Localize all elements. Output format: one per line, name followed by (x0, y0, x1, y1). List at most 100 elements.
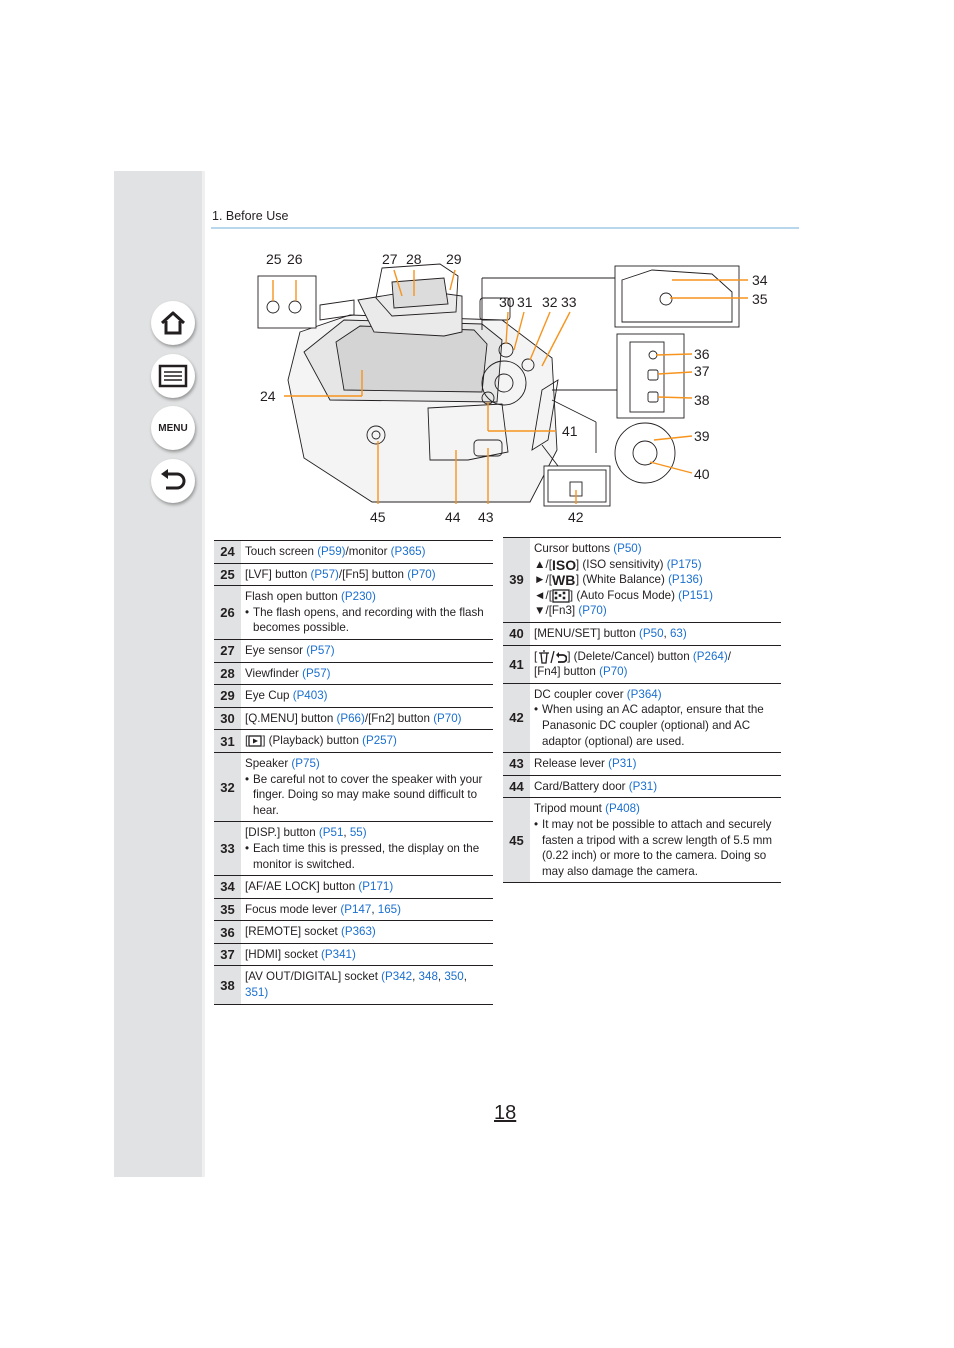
page-reference-link[interactable]: (P147 (340, 902, 372, 916)
description-line: [REMOTE] socket (P363) (245, 924, 489, 940)
page-reference-link[interactable]: (P66) (336, 711, 365, 725)
table-row: 41[] (Delete/Cancel) button (P264)/[Fn4]… (503, 645, 781, 684)
item-description: Focus mode lever (P147, 165) (241, 898, 493, 922)
description-line: Speaker (P75) (245, 756, 489, 772)
page-reference-link[interactable]: 55) (349, 826, 367, 840)
description-text: /[Fn2] button (364, 711, 434, 725)
item-number: 26 (214, 585, 241, 640)
home-icon (160, 311, 186, 335)
page-reference-link[interactable]: (P31) (628, 779, 658, 793)
page-reference-link[interactable]: (P230) (341, 590, 376, 604)
page-reference-link[interactable]: 165) (377, 902, 401, 916)
item-description: [AV OUT/DIGITAL] socket (P342, 348, 350,… (241, 965, 493, 1005)
description-line: [] (Playback) button (P257) (245, 733, 489, 749)
item-description: [REMOTE] socket (P363) (241, 920, 493, 944)
page-reference-link[interactable]: (P50 (639, 626, 664, 640)
item-description: [AF/AE LOCK] button (P171) (241, 875, 493, 899)
page-reference-link[interactable]: (P57) (310, 567, 339, 581)
callout-43: 43 (478, 509, 494, 525)
page-reference-link[interactable]: (P31) (608, 757, 637, 771)
page-reference-link[interactable]: (P171) (358, 880, 394, 894)
description-text: ►/[ (534, 573, 552, 587)
table-row: 33[DISP.] button (P51, 55)•Each time thi… (214, 821, 493, 877)
page-reference-link[interactable]: (P70) (407, 567, 436, 581)
page-reference-link[interactable]: (P364) (626, 687, 662, 701)
callout-29: 29 (446, 251, 462, 267)
description-text: Flash open button (245, 590, 342, 604)
item-description: Touch screen (P59)/monitor (P365) (241, 540, 493, 564)
description-line: [DISP.] button (P51, 55) (245, 825, 489, 841)
page-reference-link[interactable]: 350 (444, 970, 464, 984)
item-description: Flash open button (P230)•The flash opens… (241, 585, 493, 640)
back-button[interactable] (151, 459, 195, 503)
description-text: DC coupler cover (534, 687, 627, 701)
item-number: 45 (503, 797, 530, 884)
page-reference-link[interactable]: (P403) (292, 689, 328, 703)
page-reference-link[interactable]: (P57) (302, 666, 331, 680)
page-reference-link[interactable]: (P136) (668, 573, 703, 587)
item-description: Release lever (P31) (530, 752, 781, 776)
description-line: Cursor buttons (P50) (534, 541, 777, 557)
page-reference-link[interactable]: (P50) (613, 542, 642, 555)
page-reference-link[interactable]: (P365) (390, 545, 426, 558)
description-text: [Fn4] button (534, 665, 600, 679)
page-reference-link[interactable]: (P151) (678, 588, 713, 602)
description-line: ▼/[Fn3] (P70) (534, 603, 777, 619)
item-description: [] (Playback) button (P257) (241, 729, 493, 753)
page-reference-link[interactable]: 63) (669, 626, 687, 640)
item-number: 32 (214, 752, 241, 823)
contents-button[interactable] (151, 354, 195, 398)
callout-40: 40 (694, 466, 710, 482)
item-description: [Q.MENU] button (P66)/[Fn2] button (P70) (241, 707, 493, 731)
description-text: Eye Cup (245, 689, 293, 703)
page-reference-link[interactable]: (P257) (362, 734, 397, 748)
table-row: 37[HDMI] socket (P341) (214, 943, 493, 967)
page-reference-link[interactable]: (P363) (341, 925, 376, 939)
page-reference-link[interactable]: (P51 (318, 826, 344, 840)
description-text: Touch screen (245, 545, 318, 558)
item-description: [DISP.] button (P51, 55)•Each time this … (241, 821, 493, 877)
page-reference-link[interactable]: (P175) (666, 557, 702, 571)
home-button[interactable] (151, 301, 195, 345)
page-reference-link[interactable]: (P70) (578, 604, 607, 618)
item-number: 40 (503, 622, 530, 646)
callout-32: 32 (542, 294, 558, 310)
page-reference-link[interactable]: (P75) (291, 756, 320, 770)
description-line: DC coupler cover (P364) (534, 687, 777, 703)
description-text: [AF/AE LOCK] button (245, 880, 359, 894)
page-reference-link[interactable]: (P264) (692, 649, 728, 663)
callout-25: 25 (266, 251, 282, 267)
callout-34: 34 (752, 272, 768, 288)
description-text: , (412, 970, 419, 984)
page-reference-link[interactable]: (P59) (317, 545, 346, 558)
item-number: 34 (214, 875, 241, 899)
callout-38: 38 (694, 392, 710, 408)
item-description: Eye Cup (P403) (241, 684, 493, 708)
page-reference-link[interactable]: (P341) (321, 947, 356, 961)
callout-28: 28 (406, 251, 422, 267)
description-text: [ (245, 734, 249, 748)
table-row: 38[AV OUT/DIGITAL] socket (P342, 348, 35… (214, 965, 493, 1005)
page-reference-link[interactable]: (P70) (433, 711, 462, 725)
description-line: [LVF] button (P57)/[Fn5] button (P70) (245, 567, 489, 583)
description-line: Tripod mount (P408) (534, 801, 777, 817)
item-description: [HDMI] socket (P341) (241, 943, 493, 967)
page-reference-link[interactable]: (P342 (381, 970, 413, 984)
page-reference-link[interactable]: (P57) (306, 643, 335, 657)
page-reference-link[interactable]: 348 (418, 970, 438, 984)
menu-button[interactable]: MENU (151, 406, 195, 450)
description-line: Release lever (P31) (534, 756, 777, 772)
page-reference-link[interactable]: (P408) (605, 802, 640, 816)
description-line: ▲/[ISO] (ISO sensitivity) (P175) (534, 557, 777, 573)
list-icon (158, 364, 188, 388)
page-reference-link[interactable]: (P70) (599, 665, 628, 679)
item-description: DC coupler cover (P364)•When using an AC… (530, 683, 781, 754)
page-reference-link[interactable]: 351) (245, 986, 269, 1000)
autofocus-mode-icon (552, 589, 570, 603)
sidebar-edge (202, 171, 205, 1177)
